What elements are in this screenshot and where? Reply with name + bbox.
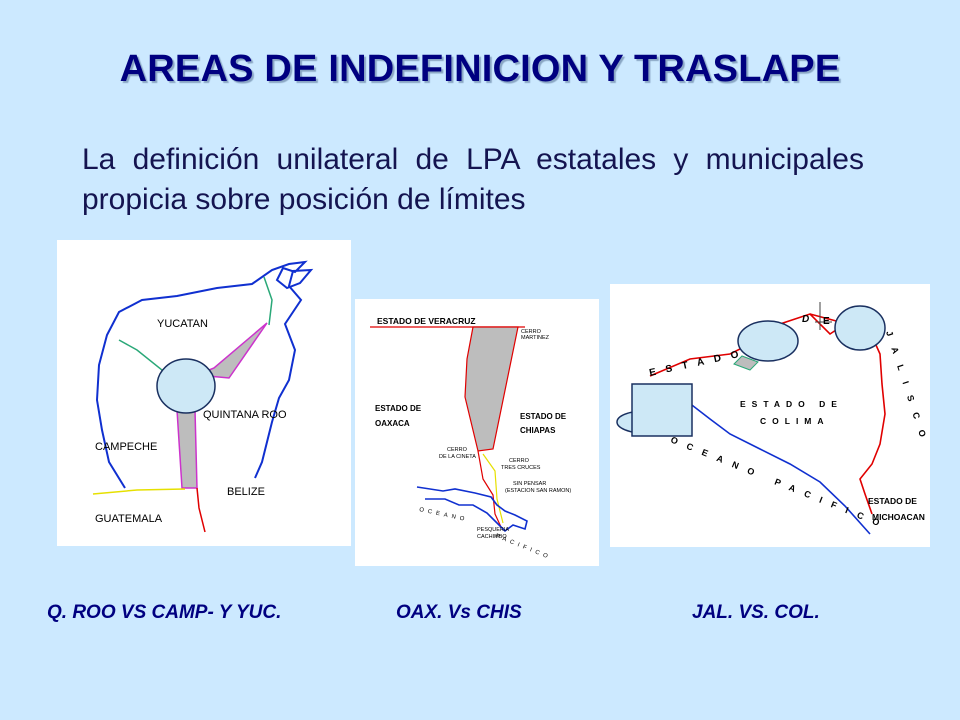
label-yucatan: YUCATAN: [157, 318, 208, 330]
overlap-area-south: [176, 409, 198, 489]
map-jal-svg: ESTADO D E JALISCO ESTADO DE COLIMA OCEA…: [616, 302, 930, 535]
label-oaxaca-1: ESTADO DE: [375, 404, 422, 413]
label-cerro-cineta-1: CERRO: [447, 447, 468, 453]
overlap-marker-rect: [631, 383, 693, 437]
slide-title: AREAS DE INDEFINICION Y TRASLAPE: [119, 48, 841, 90]
boundary-yucatan-green-2: [263, 276, 273, 326]
overlap-marker-ellipse: [156, 358, 216, 414]
overlap-area: [733, 355, 759, 371]
label-de-e: E: [823, 316, 830, 327]
caption-oax-chis: OAX. Vs CHIS: [396, 602, 522, 623]
map-qroo-svg: YUCATAN QUINTANA ROO CAMPECHE BELIZE GUA…: [92, 260, 314, 533]
label-cerro-martinez-1: CERRO: [521, 329, 542, 335]
label-oceano: OCEANO: [419, 507, 469, 523]
label-estado-arc: ESTADO: [648, 347, 749, 379]
coastline: [667, 391, 871, 535]
label-michoacan-1: ESTADO DE: [868, 496, 917, 506]
coastline: [95, 260, 314, 489]
label-campeche: CAMPECHE: [95, 441, 157, 453]
label-jalisco: JALISCO: [884, 330, 930, 450]
label-quintana-roo: QUINTANA ROO: [203, 409, 287, 421]
label-sin-pensar-1: SIN PENSAR: [513, 481, 546, 487]
slide-subtitle: La definición unilateral de LPA estatale…: [82, 143, 864, 216]
overlap-area: [464, 326, 519, 452]
map-oax-chis: ESTADO DE VERACRUZ CERRO MARTINEZ ESTADO…: [355, 299, 599, 566]
caption-qroo-camp-yuc: Q. ROO VS CAMP- Y YUC.: [47, 602, 282, 623]
label-colima-1: ESTADO DE: [740, 399, 843, 409]
label-guatemala: GUATEMALA: [95, 513, 163, 525]
map-qroo-camp-yuc: YUCATAN QUINTANA ROO CAMPECHE BELIZE GUA…: [57, 240, 351, 546]
label-pacifico: PACIFICO: [494, 533, 552, 561]
overlap-marker-ellipse-left: [737, 320, 799, 362]
label-cerro-cineta-2: DE LA CINETA: [439, 454, 476, 460]
label-oaxaca-2: OAXACA: [375, 419, 410, 428]
map-oax-svg: ESTADO DE VERACRUZ CERRO MARTINEZ ESTADO…: [370, 316, 571, 561]
label-tres-cruces-2: TRES CRUCES: [501, 465, 541, 471]
boundary-guatemala-yellow: [92, 488, 186, 495]
label-belize: BELIZE: [227, 486, 265, 498]
boundary-yellow: [482, 453, 504, 524]
coastline: [416, 486, 528, 533]
overlap-marker-ellipse-right: [834, 305, 886, 351]
label-chiapas-1: ESTADO DE: [520, 412, 567, 421]
label-pesqueria-1: PESQUERIA: [477, 527, 509, 533]
boundary-lower: [477, 450, 502, 528]
label-veracruz: ESTADO DE VERACRUZ: [377, 316, 476, 326]
boundary-belize-red: [196, 487, 206, 533]
label-colima-2: COLIMA: [760, 416, 830, 426]
caption-jal-col: JAL. VS. COL.: [692, 602, 820, 623]
label-sin-pensar-2: (ESTACION SAN RAMON): [505, 488, 571, 494]
label-tres-cruces-1: CERRO: [509, 458, 530, 464]
label-chiapas-2: CHIAPAS: [520, 426, 556, 435]
label-pesqueria-2: CACHIMBO: [477, 534, 507, 540]
label-michoacan-2: MICHOACAN: [872, 512, 925, 522]
map-jal-col: ESTADO D E JALISCO ESTADO DE COLIMA OCEA…: [610, 284, 930, 547]
label-cerro-martinez-2: MARTINEZ: [521, 335, 550, 341]
label-oceano-pacifico: OCEANO PACIFICO: [669, 435, 890, 532]
label-de-d: D: [802, 314, 809, 325]
